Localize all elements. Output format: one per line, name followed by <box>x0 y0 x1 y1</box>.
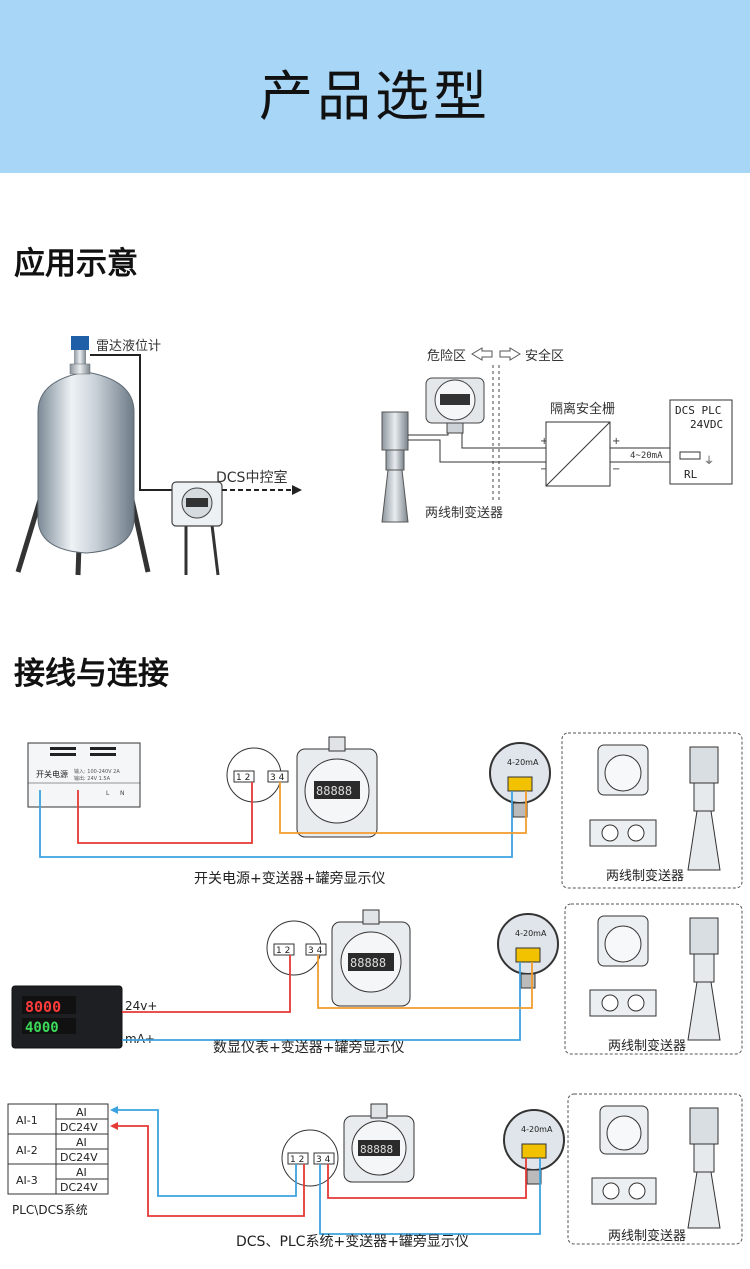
gauge-terminal <box>503 1109 565 1185</box>
label-ma: mA+ <box>125 1032 155 1046</box>
row-1-signal-dc: DC24V <box>60 1121 98 1134</box>
plus-sign: + <box>540 436 548 447</box>
two-wire-transmitter-label: 两线制变送器 <box>425 505 503 521</box>
hazard-zone-label: 危险区 <box>427 349 466 364</box>
tank <box>15 371 151 576</box>
tank-side-display <box>331 909 411 1007</box>
gauge-label: 4-20mA <box>521 1125 553 1134</box>
gauge-terminal <box>497 913 559 989</box>
row-2-channel: AI-2 <box>16 1144 38 1157</box>
wiring-diagram-2: 8000 4000 24v+ mA+ 1 2 3 4 88888 4-20mA <box>11 903 743 1056</box>
terminal-12: 1 2 <box>276 946 290 956</box>
vdc-label: 24VDC <box>690 418 723 431</box>
box-label: 两线制变送器 <box>606 868 684 884</box>
section-title-application: 应用示意 <box>14 246 138 282</box>
row-3-signal-dc: DC24V <box>60 1181 98 1194</box>
plus-sign-2: + <box>612 436 620 447</box>
transmitter-terminal <box>266 920 327 976</box>
rl-label: RL <box>684 468 698 481</box>
row-3-signal-ai: AI <box>76 1166 87 1179</box>
tank-side-display <box>343 1103 415 1183</box>
minus-sign-2: − <box>612 464 620 475</box>
box-label: 两线制变送器 <box>608 1038 686 1054</box>
terminal-34: 3 4 <box>316 1155 331 1165</box>
page-title: 产品选型 <box>259 65 491 128</box>
label-24v: 24v+ <box>125 999 157 1013</box>
plc-table <box>7 1103 109 1195</box>
row-1-signal-ai: AI <box>76 1106 87 1119</box>
terminal-34: 3 4 <box>270 773 285 783</box>
radar-transmitter <box>381 411 409 523</box>
system-label: PLC\DCS系统 <box>12 1203 88 1217</box>
row-3-channel: AI-3 <box>16 1174 38 1187</box>
display-digits: 88888 <box>360 1143 393 1156</box>
gauge-terminal <box>489 742 551 818</box>
transmitter-pictures <box>589 915 721 1041</box>
barrier-label: 隔离安全栅 <box>550 401 615 417</box>
caption: 数显仪表+变送器+罐旁显示仪 <box>213 1039 404 1056</box>
terminal-34: 3 4 <box>308 946 323 956</box>
psu-name: 开关电源 <box>36 769 68 779</box>
display-digits: 88888 <box>316 784 352 798</box>
minus-sign: − <box>540 464 548 475</box>
application-diagram: 雷达液位计 DCS中控室 危险区 安全区 两线制变送器 + − 隔离安全 <box>15 336 733 576</box>
dcs-plc-label: DCS PLC <box>675 404 721 417</box>
explosion-proof-display <box>425 377 485 434</box>
caption: 开关电源+变送器+罐旁显示仪 <box>194 870 385 887</box>
psu-spec-1: 输入: 100-240V 2A <box>74 768 120 775</box>
psu-l: L <box>106 790 110 797</box>
transmitter-pictures <box>591 1105 721 1229</box>
psu-n: N <box>120 790 125 797</box>
zone-arrows <box>471 347 521 361</box>
row-1-channel: AI-1 <box>16 1114 38 1127</box>
wiring-diagram-3: AI-1 AI DC24V AI-2 AI DC24V AI-3 AI DC24… <box>7 1093 743 1250</box>
digital-meter <box>11 985 123 1049</box>
field-display-box <box>171 481 223 576</box>
caption: DCS、PLC系统+变送器+罐旁显示仪 <box>236 1233 469 1250</box>
row-2-signal-dc: DC24V <box>60 1151 98 1164</box>
radar-level-meter <box>69 336 91 375</box>
transmitter-terminal <box>226 747 289 803</box>
terminal-12: 1 2 <box>236 773 250 783</box>
gauge-label: 4-20mA <box>507 758 539 767</box>
meter-top-value: 8000 <box>25 998 61 1016</box>
radar-label: 雷达液位计 <box>96 339 161 354</box>
display-digits: 88888 <box>350 956 386 970</box>
gauge-label: 4-20mA <box>515 929 547 938</box>
tank-side-display <box>296 736 378 838</box>
dcs-plc-box <box>669 399 733 485</box>
section-title-wiring: 接线与连接 <box>14 656 169 692</box>
ground-icon: ⏚ <box>704 455 714 467</box>
wiring-diagram-1: 开关电源 输入: 100-240V 2A 输出: 24V 1.5A L N 1 … <box>27 732 743 889</box>
psu-spec-2: 输出: 24V 1.5A <box>74 775 111 782</box>
box-label: 两线制变送器 <box>608 1228 686 1244</box>
switching-power-supply <box>27 742 141 808</box>
row-2-signal-ai: AI <box>76 1136 87 1149</box>
terminal-12: 1 2 <box>290 1155 304 1165</box>
meter-bottom-value: 4000 <box>25 1020 59 1036</box>
isolation-barrier <box>545 421 611 487</box>
current-label: 4~20mA <box>630 451 663 461</box>
banner: 产品选型 <box>0 0 750 173</box>
safe-zone-label: 安全区 <box>525 348 564 364</box>
dcs-control-room-label: DCS中控室 <box>216 469 287 486</box>
transmitter-pictures <box>589 744 721 871</box>
